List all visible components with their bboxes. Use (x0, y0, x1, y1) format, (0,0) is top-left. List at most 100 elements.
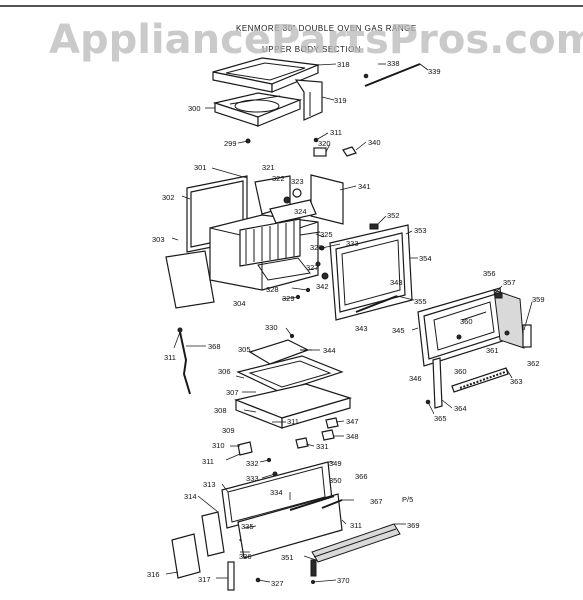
leader-lines (165, 63, 533, 583)
part-308-drawer-base (233, 383, 353, 429)
part-label-327a: 327 (306, 263, 319, 272)
part-306-broiler-pan (236, 355, 344, 393)
part-label-351: 351 (281, 553, 294, 562)
part-313-349-lower-door (221, 461, 343, 559)
part-label-353: 353 (414, 226, 427, 235)
part-label-359: 359 (532, 295, 545, 304)
part-label-311a: 311 (330, 128, 342, 137)
part-319-side-bracket (294, 79, 323, 121)
part-label-356: 356 (483, 269, 496, 278)
part-300-vent-tray (212, 92, 303, 127)
part-label-350: 350 (329, 476, 342, 485)
part-317-rod (227, 561, 235, 591)
part-label-349: 349 (329, 459, 342, 468)
part-label-304: 304 (233, 299, 246, 308)
part-345-356-door-frame (417, 287, 525, 367)
part-label-341: 341 (358, 182, 371, 191)
part-label-363: 363 (510, 377, 523, 386)
part-label-324: 324 (294, 207, 307, 216)
part-label-352: 352 (387, 211, 400, 220)
part-label-367b: 367 (370, 497, 383, 506)
diagram-title: KENMORE 30" DOUBLE OVEN GAS RANGE (236, 24, 417, 33)
part-label-368: 368 (208, 342, 221, 351)
watermark-logo: AppliancePartsPros.com (49, 17, 583, 63)
part-label-357: 357 (503, 278, 516, 287)
part-label-347: 347 (346, 417, 359, 426)
part-label-346: 346 (409, 374, 422, 383)
part-label-318: 318 (337, 60, 350, 69)
part-label-321: 321 (262, 163, 275, 172)
part-351-370-grille (310, 559, 317, 584)
part-label-364: 364 (454, 404, 467, 413)
part-label-336: 336 (239, 552, 252, 561)
part-352-hinge (369, 223, 379, 230)
part-label-311c: 311 (287, 417, 299, 426)
part-label-326: 326 (310, 243, 323, 252)
part-360-361-parts (456, 311, 510, 340)
part-label-339: 339 (428, 67, 441, 76)
part-341-panel (310, 174, 344, 225)
part-label-322: 322 (272, 174, 285, 183)
part-318-top-trim (212, 57, 321, 93)
part-label-316: 316 (147, 570, 160, 579)
part-label-314: 314 (184, 492, 197, 501)
part-label-306: 306 (218, 367, 231, 376)
part-303-side-panel (165, 250, 215, 309)
part-label-348: 348 (346, 432, 359, 441)
part-label-333b: 333 (246, 474, 259, 483)
diagram-subtitle: UPPER BODY SECTION (262, 45, 361, 54)
part-label-311e: 311 (350, 521, 362, 530)
part-label-308: 308 (214, 406, 227, 415)
part-label-325: 325 (320, 230, 333, 239)
page-code: P/5 (402, 495, 413, 504)
part-label-313: 313 (203, 480, 216, 489)
part-314-side-panel (201, 511, 225, 557)
part-325-326-burner (269, 199, 321, 236)
part-label-366: 366 (355, 472, 368, 481)
part-label-334: 334 (270, 488, 283, 497)
part-343-355-rod (355, 295, 398, 313)
part-label-327b: 327 (271, 579, 284, 588)
part-338-339-rod (363, 63, 421, 87)
part-label-355: 355 (414, 297, 427, 306)
part-320-340-clips (313, 137, 357, 157)
part-label-302: 302 (162, 193, 175, 202)
part-353-354-door-glass (329, 224, 413, 321)
part-label-344: 344 (323, 346, 336, 355)
part-label-329: 329 (282, 294, 295, 303)
part-347-348-331-clips (295, 417, 339, 449)
part-357-clip (494, 292, 503, 299)
part-label-320: 320 (318, 139, 331, 148)
part-label-311d: 311 (202, 457, 214, 466)
part-label-360a: 360 (460, 317, 473, 326)
part-304-oven-cavity (209, 214, 319, 291)
part-label-319: 319 (334, 96, 347, 105)
part-label-317: 317 (198, 575, 211, 584)
part-label-305: 305 (238, 345, 251, 354)
part-label-310: 310 (212, 441, 225, 450)
part-label-331: 331 (316, 442, 329, 451)
part-359-362-hinge (522, 324, 532, 348)
part-label-340: 340 (368, 138, 381, 147)
part-label-301: 301 (194, 163, 207, 172)
part-label-342: 342 (316, 282, 329, 291)
part-label-303: 303 (152, 235, 165, 244)
part-label-343a: 343 (390, 278, 403, 287)
part-label-345: 345 (392, 326, 405, 335)
part-label-365: 365 (434, 414, 447, 423)
part-346-364-lower-trim (432, 357, 509, 409)
part-label-360b: 360 (454, 367, 467, 376)
part-311-368-rod (177, 327, 191, 395)
part-label-343b: 343 (355, 324, 368, 333)
part-label-362: 362 (527, 359, 540, 368)
part-label-333a: 333 (346, 239, 359, 248)
part-label-311b: 311 (164, 353, 176, 362)
part-316-side-panel (171, 533, 201, 579)
part-label-328: 328 (266, 285, 279, 294)
part-332-333-screws (266, 457, 278, 477)
part-label-369: 369 (407, 521, 420, 530)
part-label-300: 300 (188, 104, 201, 113)
part-label-299: 299 (224, 139, 237, 148)
